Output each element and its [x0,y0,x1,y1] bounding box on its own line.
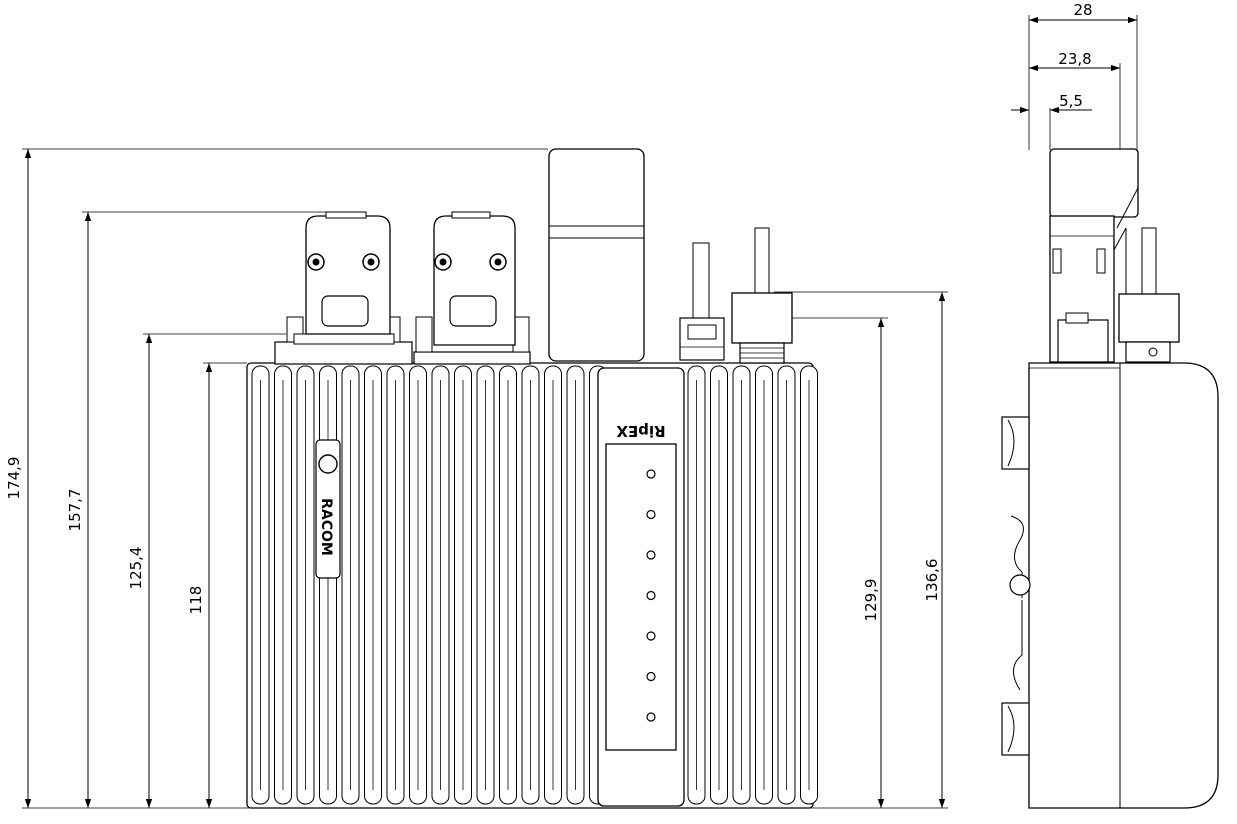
radio-body: RipEX RACOM [246,362,818,809]
usb-module [548,148,645,362]
din-clip [1001,416,1031,756]
dim-dsub-height: 157,7 [66,489,84,532]
side-view: 28 23,8 5,5 [1001,1,1219,809]
led-icon [646,469,656,479]
heatsink-fins [251,365,818,805]
product-logo: RipEX [616,422,666,440]
led-icon [646,550,656,560]
dim-right-outer: 136,6 [923,559,941,602]
led-icon [646,671,656,682]
side-top-components [1049,148,1180,363]
led-panel [605,443,677,751]
manufacturer-logo: RACOM [318,498,334,556]
led-icon [646,712,656,722]
dim-body-height: 118 [187,586,205,615]
dsub-connector-1 [274,211,413,365]
dsub-connector-2 [413,211,531,365]
dim-width-total: 28 [1073,1,1092,19]
small-connector [679,242,725,361]
front-view: 174,9 157,7 125,4 118 129,9 136,6 RipEX … [5,148,948,809]
led-indicators [646,469,656,722]
dimension-lines [24,149,946,808]
dim-base-height: 125,4 [127,547,145,590]
led-icon [646,509,656,520]
dim-width-mid: 23,8 [1058,50,1091,68]
led-icon [646,590,656,601]
dim-right-inner: 129,9 [862,579,880,622]
manufacturer-badge: RACOM [315,439,341,579]
led-icon [646,631,656,641]
dim-total-height: 174,9 [5,457,23,500]
racom-logo-icon [318,454,338,474]
side-enclosure [1028,362,1219,809]
dim-width-small: 5,5 [1059,92,1083,110]
antenna-connector [731,227,793,364]
